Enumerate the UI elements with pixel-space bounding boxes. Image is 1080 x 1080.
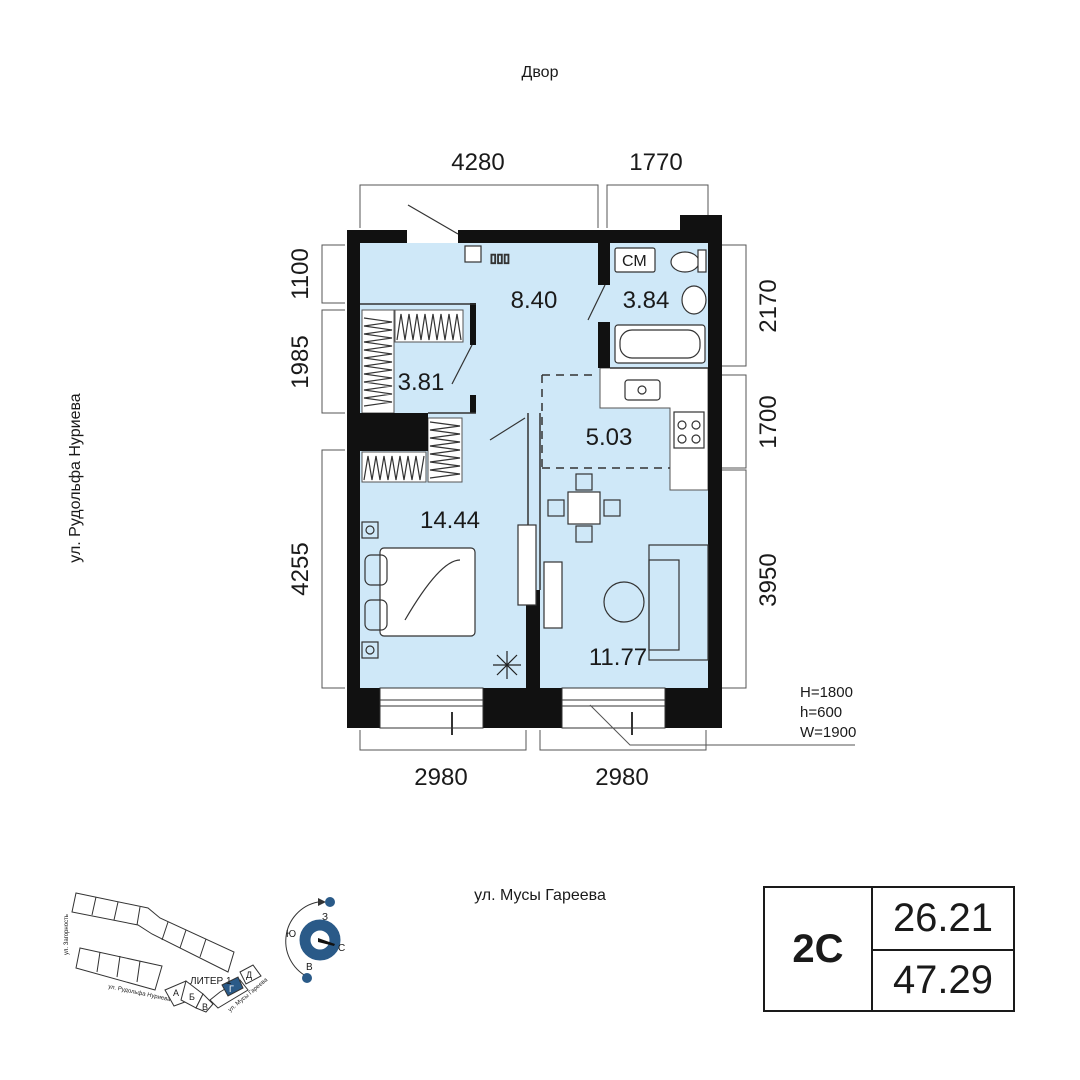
living-area: 26.21 <box>873 888 1013 951</box>
svg-text:Г: Г <box>229 984 234 994</box>
apartment-type: 2С <box>765 888 873 1010</box>
compass <box>285 897 341 983</box>
svg-text:З: З <box>322 912 328 923</box>
liter-label: ЛИТЕР 1 <box>190 976 232 987</box>
room-area-hall: 8.40 <box>511 287 558 314</box>
svg-text:▯▯▯: ▯▯▯ <box>490 251 510 265</box>
room-area-wardrobe: 3.81 <box>398 369 445 396</box>
compass-labels: З Ю С В <box>286 912 345 973</box>
dim-left-2: 1985 <box>287 335 314 388</box>
street-bottom-label: ул. Мусы Гареева <box>474 887 606 904</box>
room-area-bedroom: 14.44 <box>420 507 480 534</box>
dim-right-3: 3950 <box>755 553 782 606</box>
dim-top-2: 1770 <box>629 149 682 176</box>
dim-bottom-1: 2980 <box>414 764 467 791</box>
dining-table <box>547 473 621 543</box>
room-area-kitchen: 5.03 <box>586 424 633 451</box>
svg-text:С: С <box>338 943 345 954</box>
sun-icon <box>325 897 335 907</box>
yard-label: Двор <box>522 64 559 81</box>
window-height: H=1800 <box>800 684 853 701</box>
hangers <box>396 313 462 341</box>
doors <box>407 204 606 441</box>
dim-right-2: 1700 <box>755 395 782 448</box>
hangers <box>429 421 461 479</box>
living-furniture <box>517 524 709 661</box>
street-left-label: ул. Рудольфа Нуриева <box>67 393 84 563</box>
washer-label: СМ <box>622 253 647 270</box>
dim-right-1: 2170 <box>755 279 782 332</box>
site-plan <box>71 892 262 1013</box>
bathroom-fixtures: ▯▯▯ <box>464 245 707 364</box>
site-street-2: ул. Рудольфа Нуриева <box>108 984 172 1003</box>
hangers <box>363 317 393 407</box>
windows <box>379 687 855 746</box>
svg-text:А: А <box>173 988 179 998</box>
dimension-lines <box>321 184 747 751</box>
apartment-summary: 2С 26.21 47.29 <box>763 886 1015 1012</box>
walls <box>347 215 722 728</box>
dim-left-1: 1100 <box>287 248 314 300</box>
room-area-living: 11.77 <box>589 644 647 671</box>
total-area: 47.29 <box>892 958 994 1002</box>
dim-top-1: 4280 <box>451 149 504 176</box>
svg-text:В: В <box>202 1002 208 1012</box>
svg-text:Ю: Ю <box>286 929 296 940</box>
sun-icon <box>302 973 312 983</box>
site-section-labels: А Б В Г Д <box>173 970 252 1012</box>
window-width: W=1900 <box>800 724 856 741</box>
hangers <box>363 455 425 481</box>
room-area-bathroom: 3.84 <box>623 287 670 314</box>
site-street-1: ул. Загорность <box>64 914 70 955</box>
svg-text:Д: Д <box>246 970 252 980</box>
window-sill: h=600 <box>800 704 842 721</box>
dim-left-3: 4255 <box>287 542 314 595</box>
bedroom-furniture <box>361 521 521 679</box>
kitchen-appliances <box>624 379 705 449</box>
svg-text:В: В <box>306 962 313 973</box>
dim-bottom-2: 2980 <box>595 764 648 791</box>
svg-text:Б: Б <box>189 992 195 1002</box>
